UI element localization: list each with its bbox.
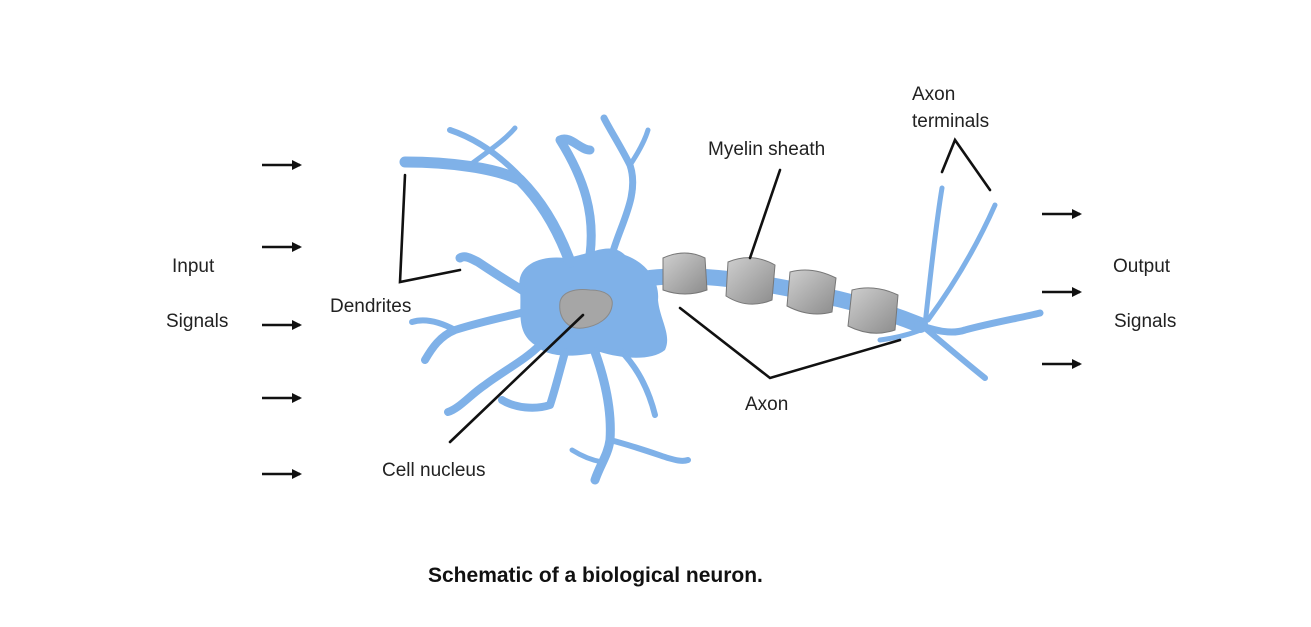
dendrite-branch: [607, 437, 691, 464]
dendrite-branch: [467, 125, 518, 168]
myelin-segment: [662, 252, 708, 295]
cell-nucleus-label: Cell nucleus: [382, 460, 486, 481]
axon-terminals-label-line1: Axon: [912, 84, 955, 105]
axon-terminal: [877, 325, 928, 343]
axon-terminal: [922, 185, 945, 328]
pointer-lines: [398, 137, 992, 444]
dendrite-branch: [455, 252, 527, 295]
dendrite-branch: [627, 127, 651, 168]
axon-terminals-label-line2: terminals: [912, 111, 989, 132]
myelin-segment: [847, 287, 899, 334]
input-arrows: [262, 160, 302, 479]
dendrite-branch: [444, 341, 544, 416]
axon-terminal: [914, 309, 1044, 336]
dendrites-pointer: [398, 173, 462, 284]
dendrites-label: Dendrites: [330, 296, 411, 317]
myelin-segment: [786, 269, 837, 315]
figure-caption: Schematic of a biological neuron.: [428, 564, 763, 587]
input-signals-label: Signals: [166, 311, 228, 332]
terminals-pointer: [940, 137, 992, 192]
dendrite-branch: [617, 347, 658, 418]
axon-terminal: [925, 202, 998, 323]
output-arrows: [1042, 209, 1082, 369]
input-label: Input: [172, 256, 215, 277]
output-label: Output: [1113, 256, 1171, 277]
dendrite-branch: [600, 114, 637, 259]
axon-pointer: [678, 306, 902, 380]
dendrite-branch: [555, 134, 596, 260]
nucleus-pointer: [448, 313, 585, 444]
myelin-pointer: [748, 168, 782, 260]
dendrite-branch: [399, 156, 576, 268]
myelin-sheath-label: Myelin sheath: [708, 139, 825, 160]
neuron: [399, 114, 1044, 485]
dendrite-branch: [569, 447, 605, 465]
dendrite-branch: [409, 317, 458, 333]
myelin-segment: [725, 257, 776, 305]
axon-label: Axon: [745, 394, 788, 415]
myelin-sheath: [662, 252, 899, 334]
axon-terminal: [922, 325, 988, 381]
dendrite-branch: [498, 348, 569, 412]
output-signals-label: Signals: [1114, 311, 1176, 332]
dendrite-branch: [421, 308, 529, 364]
